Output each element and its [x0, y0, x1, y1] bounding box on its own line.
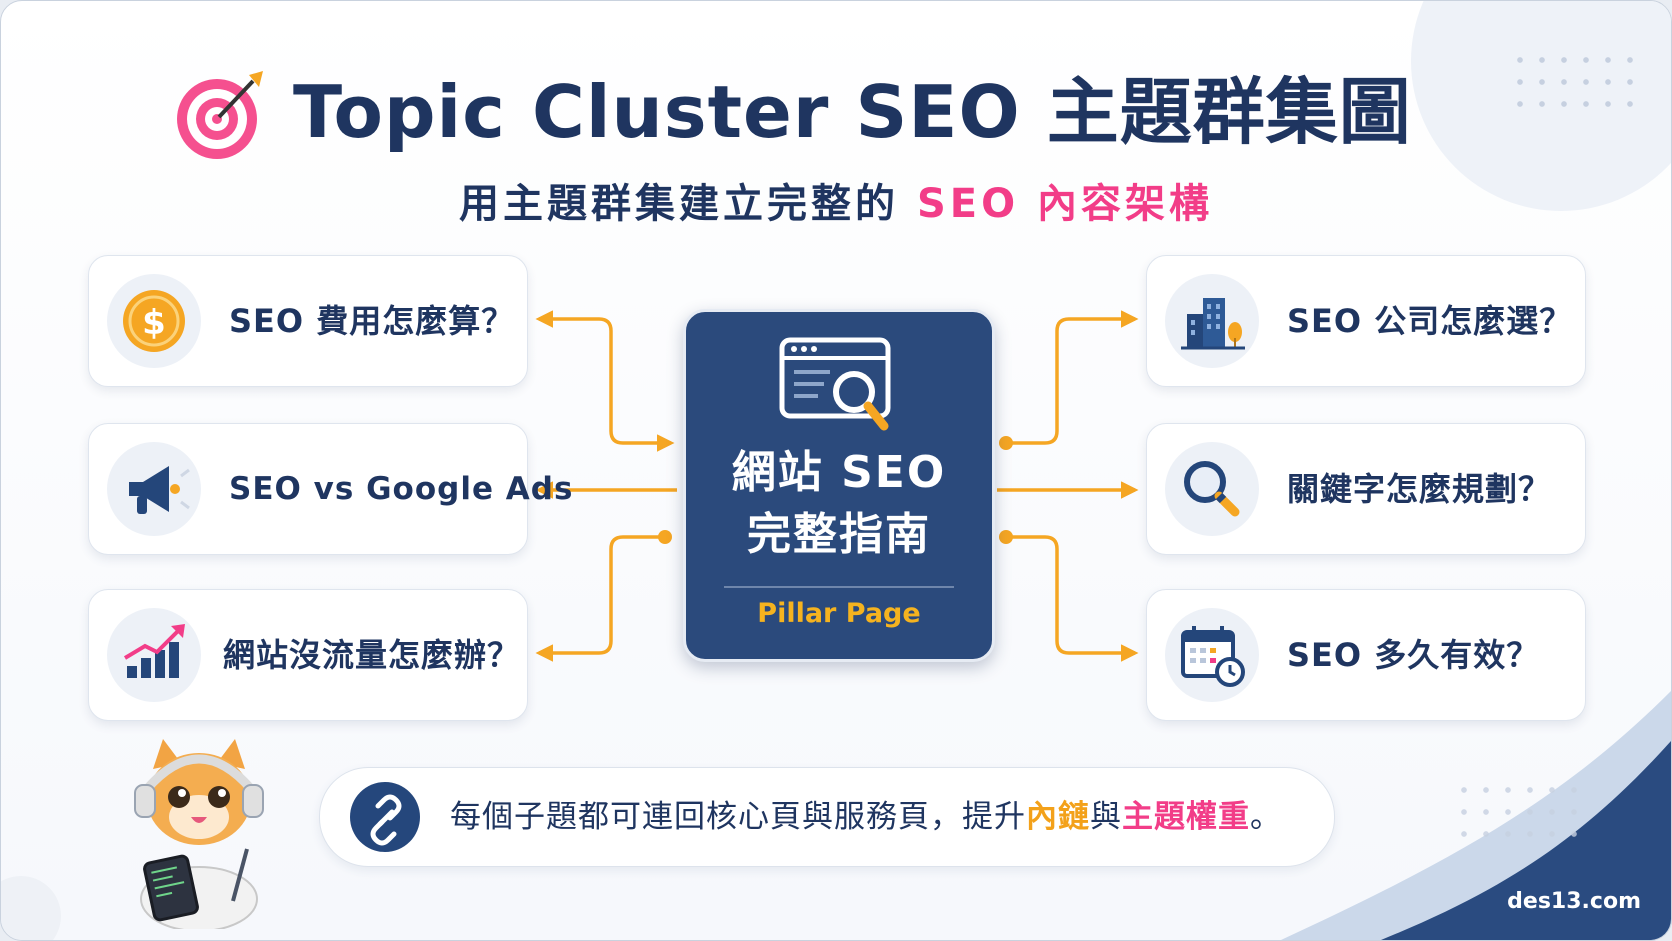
- pillar-title-line2: 完整指南: [747, 509, 931, 560]
- topic-card-ads[interactable]: SEO vs Google Ads: [88, 423, 572, 555]
- dollar-coin-icon: $: [107, 274, 201, 368]
- pillar-page-card[interactable]: 網站 SEO 完整指南 Pillar Page: [683, 309, 995, 662]
- note-text: 每個子題都可連回核心頁與服務頁，提升內鏈與主題權重。: [450, 768, 1282, 866]
- page-subtitle: 用主題群集建立完整的 SEO 內容架構: [1, 171, 1671, 229]
- connector-left-3: [535, 535, 663, 662]
- target-icon: [177, 71, 263, 159]
- topic-label: SEO vs Google Ads: [229, 471, 574, 507]
- dots-decoration-bottom: [1453, 779, 1583, 839]
- internal-link-note: 每個子題都可連回核心頁與服務頁，提升內鏈與主題權重。: [319, 767, 1335, 867]
- page-title: Topic Cluster SEO 主題群集圖: [293, 70, 1412, 154]
- dots-decoration-top: [1509, 49, 1639, 109]
- svg-text:$: $: [142, 303, 166, 343]
- subtitle-main: 用主題群集建立完整的: [459, 181, 899, 227]
- building-icon: [1165, 274, 1259, 368]
- pillar-divider: [724, 586, 954, 588]
- topic-card-keywords[interactable]: 關鍵字怎麼規劃？: [1146, 423, 1586, 555]
- connector-left-1: [535, 310, 675, 452]
- note-highlight-internal-links: 內鏈: [1026, 799, 1090, 835]
- footer-site: des13.com: [1507, 889, 1641, 914]
- browser-search-icon: [779, 337, 891, 431]
- chain-link-icon: [350, 782, 420, 852]
- pillar-title: 網站 SEO 完整指南: [686, 442, 992, 566]
- title-row: Topic Cluster SEO 主題群集圖: [1, 59, 1671, 169]
- connector-right-3: [1006, 535, 1139, 662]
- topic-label: SEO 公司怎麼選？: [1287, 302, 1573, 340]
- topic-card-timeline[interactable]: SEO 多久有效？: [1146, 589, 1586, 721]
- cat-mascot-illustration: [134, 739, 264, 929]
- pillar-subtitle: Pillar Page: [757, 598, 921, 629]
- topic-card-cost[interactable]: $ SEO 費用怎麼算？: [88, 255, 528, 387]
- note-highlight-topic-weight: 主題權重: [1122, 799, 1250, 835]
- connector-right-1: [1006, 310, 1139, 445]
- topic-card-company[interactable]: SEO 公司怎麼選？: [1146, 255, 1586, 387]
- subtitle-highlight: SEO 內容架構: [916, 181, 1213, 227]
- note-suffix: 。: [1250, 799, 1282, 835]
- megaphone-icon: [107, 442, 201, 536]
- calendar-clock-icon: [1165, 608, 1259, 702]
- magnifier-icon: [1165, 442, 1259, 536]
- note-prefix: 每個子題都可連回核心頁與服務頁，提升: [450, 799, 1026, 835]
- topic-label: 關鍵字怎麼規劃？: [1287, 470, 1552, 508]
- topic-label: SEO 費用怎麼算？: [229, 302, 515, 340]
- topic-label: SEO 多久有效？: [1287, 636, 1540, 674]
- pillar-title-line1: 網站 SEO: [731, 447, 947, 498]
- topic-label: 網站沒流量怎麼辦？: [223, 636, 521, 674]
- note-middle: 與: [1090, 799, 1122, 835]
- topic-card-traffic[interactable]: 網站沒流量怎麼辦？: [88, 589, 528, 721]
- rising-chart-icon: [107, 608, 201, 702]
